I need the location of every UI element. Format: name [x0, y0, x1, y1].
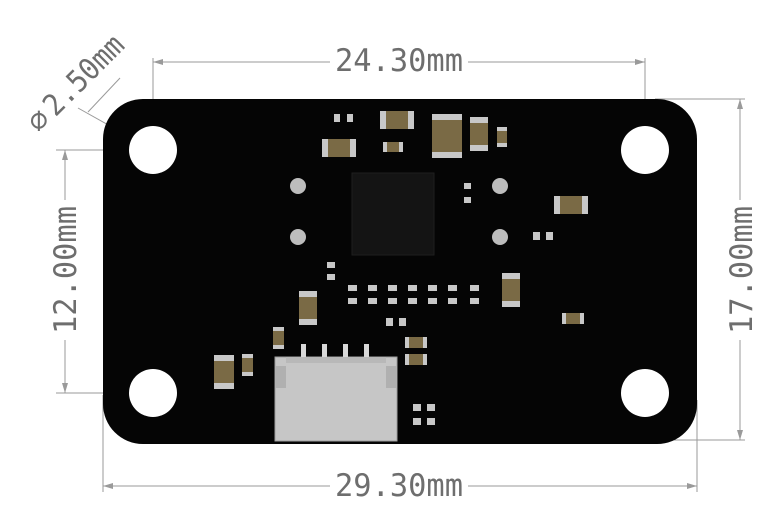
- pad-row-1: [327, 262, 335, 268]
- resistor-r2: [383, 142, 403, 152]
- capacitor-c7: [299, 291, 317, 325]
- dimension-arrowheads: [62, 59, 743, 489]
- pad-c: [533, 232, 540, 240]
- capacitor-c4: [470, 117, 488, 151]
- resistor-r4: [405, 337, 427, 348]
- via-bottom-left: [290, 229, 306, 245]
- connector-left-ear: [275, 366, 286, 388]
- resistor-r5: [405, 354, 427, 365]
- connector-housing: [274, 356, 398, 442]
- resistor-r1: [497, 127, 507, 147]
- mounting-hole-bottom-left: [129, 369, 177, 417]
- capacitor-c8: [214, 355, 234, 389]
- jst-connector: [274, 344, 398, 442]
- dimension-top-width: 24.30mm: [335, 43, 463, 79]
- mounting-hole-top-left: [129, 126, 177, 174]
- pad-b: [464, 197, 471, 203]
- capacitor-c5: [554, 196, 588, 214]
- pad-row-2: [327, 274, 335, 280]
- pad-f: [399, 318, 406, 326]
- capacitor-c1: [380, 111, 414, 129]
- pad-cluster-bottom: [413, 404, 435, 425]
- connector-pins: [301, 344, 369, 357]
- mounting-hole-bottom-right: [621, 369, 669, 417]
- dimension-bottom-width: 29.30mm: [335, 468, 463, 504]
- connector-right-ear: [386, 366, 397, 388]
- pcb-board: [103, 99, 697, 444]
- capacitor-c6: [502, 273, 520, 307]
- main-chip: [351, 172, 435, 256]
- pad-pair-top-2: [347, 114, 353, 122]
- connector-top-rail: [286, 357, 386, 363]
- via-top-right: [492, 178, 508, 194]
- pad-d: [546, 232, 553, 240]
- pad-array: [348, 285, 479, 304]
- resistor-r7: [273, 327, 284, 349]
- via-top-left: [290, 178, 306, 194]
- capacitor-c2: [322, 139, 356, 157]
- pad-a: [464, 183, 471, 189]
- resistor-r3: [562, 313, 584, 324]
- smd-components: [214, 111, 588, 425]
- via-bottom-right: [492, 229, 508, 245]
- pad-e: [386, 318, 393, 326]
- capacitor-c3: [432, 114, 462, 158]
- pad-pair-top: [334, 114, 340, 122]
- mounting-hole-top-right: [621, 126, 669, 174]
- resistor-r6: [242, 354, 253, 376]
- dimension-left-height: 12.00mm: [48, 206, 84, 334]
- dimension-right-height: 17.00mm: [724, 206, 760, 334]
